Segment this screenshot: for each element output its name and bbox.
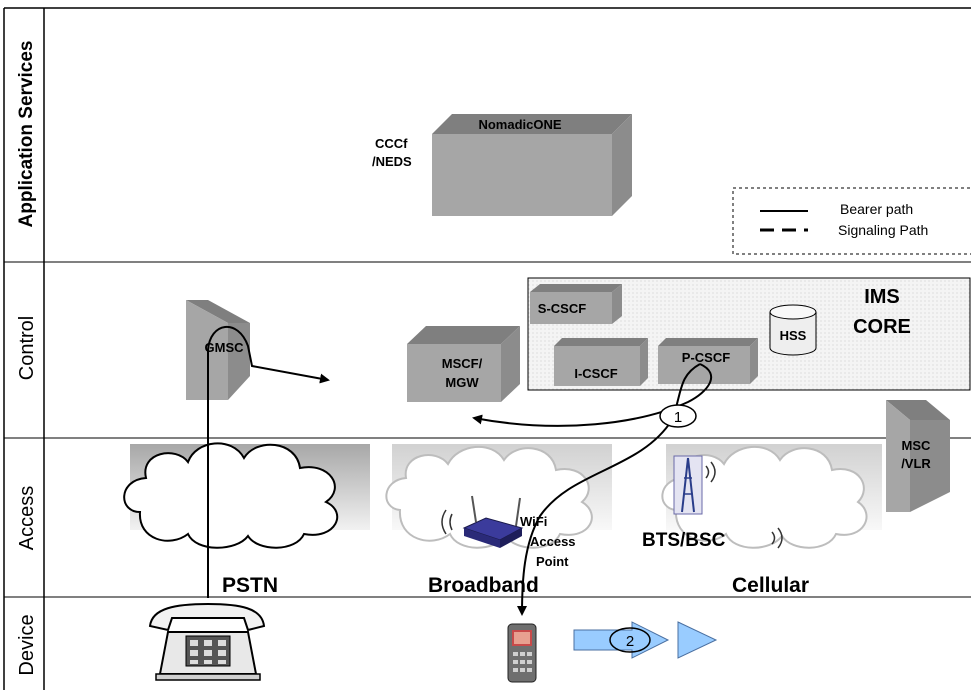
- msc-label: MSC: [902, 438, 932, 453]
- msc-vlr-box: MSC /VLR: [886, 400, 950, 512]
- hss-database-icon: HSS: [769, 304, 817, 356]
- cell-tower-icon: [673, 455, 716, 515]
- i-cscf-box: I-CSCF: [554, 338, 648, 386]
- layer-frame: [3, 7, 971, 690]
- step-1-label: 1: [674, 409, 682, 426]
- p-cscf-box: P-CSCF: [658, 338, 758, 384]
- vlr-label: /VLR: [901, 456, 931, 471]
- legend: Bearer path Signaling Path: [732, 187, 971, 255]
- s-cscf-label: S-CSCF: [538, 301, 586, 316]
- mobile-phone-icon: [507, 623, 537, 683]
- neds-label: /NEDS: [372, 154, 412, 169]
- pstn-cloud: [123, 442, 370, 549]
- desk-phone-icon: [148, 602, 266, 681]
- p-cscf-label: P-CSCF: [682, 350, 730, 365]
- hss-label: HSS: [780, 328, 807, 343]
- handoff-arrow-icon: 2: [573, 621, 718, 659]
- broadband-cloud: [385, 444, 612, 549]
- core-label: CORE: [853, 316, 911, 338]
- step-2-marker: [609, 627, 651, 653]
- legend-signaling-label: Signaling Path: [838, 222, 928, 238]
- i-cscf-label: I-CSCF: [574, 366, 617, 381]
- nomadicone-box: NomadicONE: [432, 114, 632, 216]
- bts-signal-icon: [771, 527, 783, 549]
- wifi-router-icon: [441, 495, 524, 548]
- mscf-label: MSCF/: [442, 356, 483, 371]
- ims-label: IMS: [864, 286, 900, 308]
- legend-bearer-label: Bearer path: [840, 201, 913, 217]
- pstn-label: PSTN: [222, 574, 278, 597]
- cellular-cloud: [661, 444, 882, 549]
- broadband-label: Broadband: [428, 574, 539, 597]
- pstn-bearer-path: [207, 326, 330, 598]
- cccf-label: CCCf: [375, 136, 408, 151]
- s-cscf-box: S-CSCF: [530, 284, 622, 324]
- cellular-label: Cellular: [732, 574, 809, 597]
- gmsc-box: GMSC: [186, 300, 250, 400]
- wifi-label-line2: Access: [530, 534, 576, 549]
- step-2-label: 2: [626, 633, 634, 650]
- mscf-mgw-box: MSCF/ MGW: [407, 326, 520, 402]
- mgw-label: MGW: [445, 375, 479, 390]
- layer-label-application: Application Services: [16, 41, 37, 228]
- pcscf-to-device-path: [517, 363, 701, 616]
- layer-label-device: Device: [16, 614, 38, 675]
- layer-label-access: Access: [16, 486, 38, 550]
- wifi-label-line3: Point: [536, 554, 569, 569]
- step-1-marker: 1: [659, 404, 697, 428]
- layer-label-control: Control: [16, 316, 38, 380]
- gmsc-label: GMSC: [205, 340, 245, 355]
- nomadicone-label: NomadicONE: [478, 117, 561, 132]
- bts-label: BTS/BSC: [642, 530, 726, 551]
- wifi-label-line1: WiFi: [520, 514, 547, 529]
